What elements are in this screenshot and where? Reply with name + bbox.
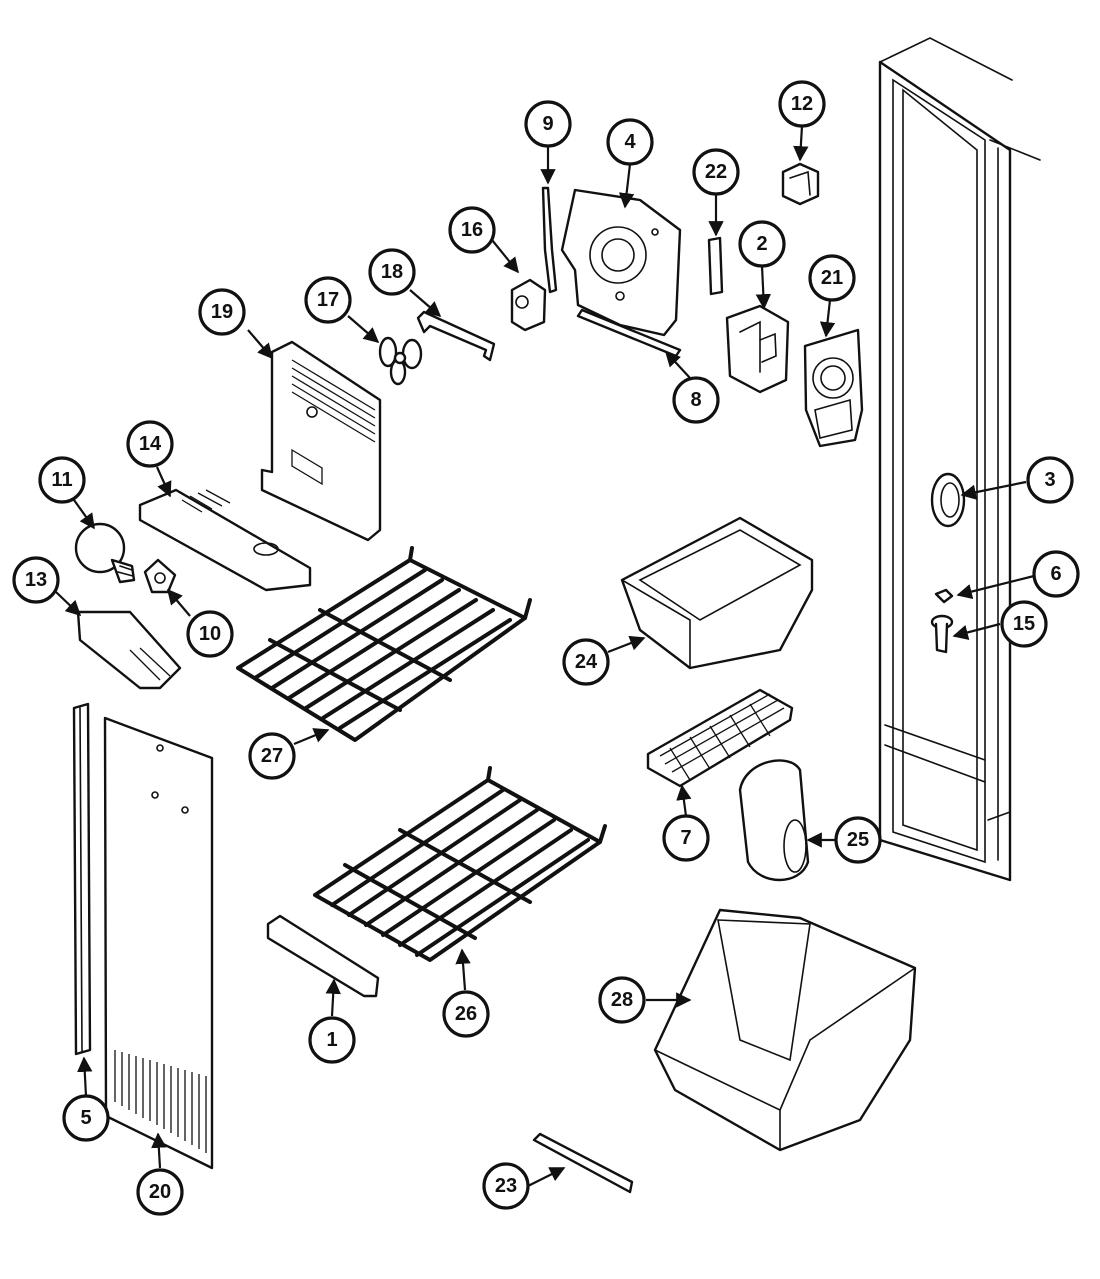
- callout-8: 8: [672, 376, 720, 424]
- leader-lines: [55, 125, 1035, 1187]
- callout-7: 7: [662, 814, 710, 862]
- callout-19: 19: [198, 288, 246, 336]
- callout-22-label: 22: [705, 161, 727, 183]
- callout-28: 28: [598, 976, 646, 1024]
- callout-4: 4: [606, 118, 654, 166]
- part-10-socket: [143, 558, 177, 594]
- callout-9: 9: [524, 100, 572, 148]
- callout-8-label: 8: [690, 389, 701, 411]
- part-15-shoulder-screw: [930, 614, 954, 654]
- door-frame: [878, 37, 1041, 882]
- part-6-screw: [934, 588, 954, 604]
- part-28-crisper-bin: [653, 908, 917, 1152]
- part-22-strip: [707, 236, 724, 296]
- callout-17-label: 17: [317, 289, 339, 311]
- part-1-shelf-trim: [266, 914, 380, 998]
- part-26-wire-shelf: [313, 766, 607, 962]
- callout-1: 1: [308, 1016, 356, 1064]
- callout-26: 26: [442, 990, 490, 1038]
- part-5-side-trim: [72, 702, 92, 1056]
- part-9-tube: [541, 186, 558, 294]
- callout-10: 10: [186, 610, 234, 658]
- part-2-housing: [725, 304, 790, 394]
- callout-15: 15: [1000, 600, 1048, 648]
- callout-13-label: 13: [25, 569, 47, 591]
- callout-5: 5: [62, 1094, 110, 1142]
- callout-20: 20: [136, 1168, 184, 1216]
- callout-26-label: 26: [455, 1003, 477, 1025]
- callout-9-label: 9: [542, 113, 553, 135]
- part-25-bin-cap: [738, 759, 810, 882]
- callout-24: 24: [562, 638, 610, 686]
- callout-22: 22: [692, 148, 740, 196]
- callout-20-label: 20: [149, 1181, 171, 1203]
- callout-18-label: 18: [381, 261, 403, 283]
- part-13-light-shield: [76, 610, 182, 690]
- callout-19-label: 19: [211, 301, 233, 323]
- callout-23: 23: [482, 1162, 530, 1210]
- part-23-trim-strip: [532, 1132, 634, 1194]
- callout-12: 12: [778, 80, 826, 128]
- callout-16-label: 16: [461, 219, 483, 241]
- part-3-door-insert: [930, 472, 966, 528]
- part-27-wire-shelf: [236, 546, 532, 742]
- part-20-rear-panel: [103, 716, 214, 1170]
- callout-21-label: 21: [821, 267, 843, 289]
- part-16-switch: [510, 278, 547, 332]
- callout-12-label: 12: [791, 93, 813, 115]
- callout-13: 13: [12, 556, 60, 604]
- callout-4-label: 4: [624, 131, 636, 153]
- callout-6-label: 6: [1050, 563, 1061, 585]
- callout-1-label: 1: [326, 1029, 337, 1051]
- part-12-clip: [781, 162, 820, 206]
- part-19-cover-panel: [260, 340, 382, 542]
- part-4-mounting-plate: [560, 188, 682, 337]
- callout-24-label: 24: [575, 651, 598, 673]
- callout-23-label: 23: [495, 1175, 517, 1197]
- callout-16: 16: [448, 206, 496, 254]
- callout-14: 14: [126, 420, 174, 468]
- part-14-light-housing: [138, 488, 312, 592]
- callout-7-label: 7: [680, 827, 691, 849]
- callout-11-label: 11: [51, 469, 72, 491]
- callout-2-label: 2: [756, 233, 767, 255]
- callout-3: 3: [1026, 456, 1074, 504]
- callout-10-label: 10: [199, 623, 221, 645]
- callout-28-label: 28: [611, 989, 633, 1011]
- part-7-ice-tray: [646, 688, 794, 788]
- callout-11: 11: [38, 456, 86, 504]
- part-18-bracket: [416, 310, 496, 362]
- callout-25-label: 25: [847, 829, 869, 851]
- callout-17: 17: [304, 276, 352, 324]
- callout-27: 27: [248, 732, 296, 780]
- callout-18: 18: [368, 248, 416, 296]
- callout-14-label: 14: [139, 433, 162, 455]
- part-17-fan-blade: [378, 336, 423, 386]
- callout-15-label: 15: [1013, 613, 1035, 635]
- callout-21: 21: [808, 254, 856, 302]
- part-11-light-bulb: [74, 522, 136, 584]
- callout-25: 25: [834, 816, 882, 864]
- callout-27-label: 27: [261, 745, 283, 767]
- callout-3-label: 3: [1044, 469, 1055, 491]
- callout-2: 2: [738, 220, 786, 268]
- callout-6: 6: [1032, 550, 1080, 598]
- part-21-fan-housing: [803, 328, 864, 448]
- callout-5-label: 5: [80, 1107, 91, 1129]
- part-24-ice-bin: [620, 516, 814, 670]
